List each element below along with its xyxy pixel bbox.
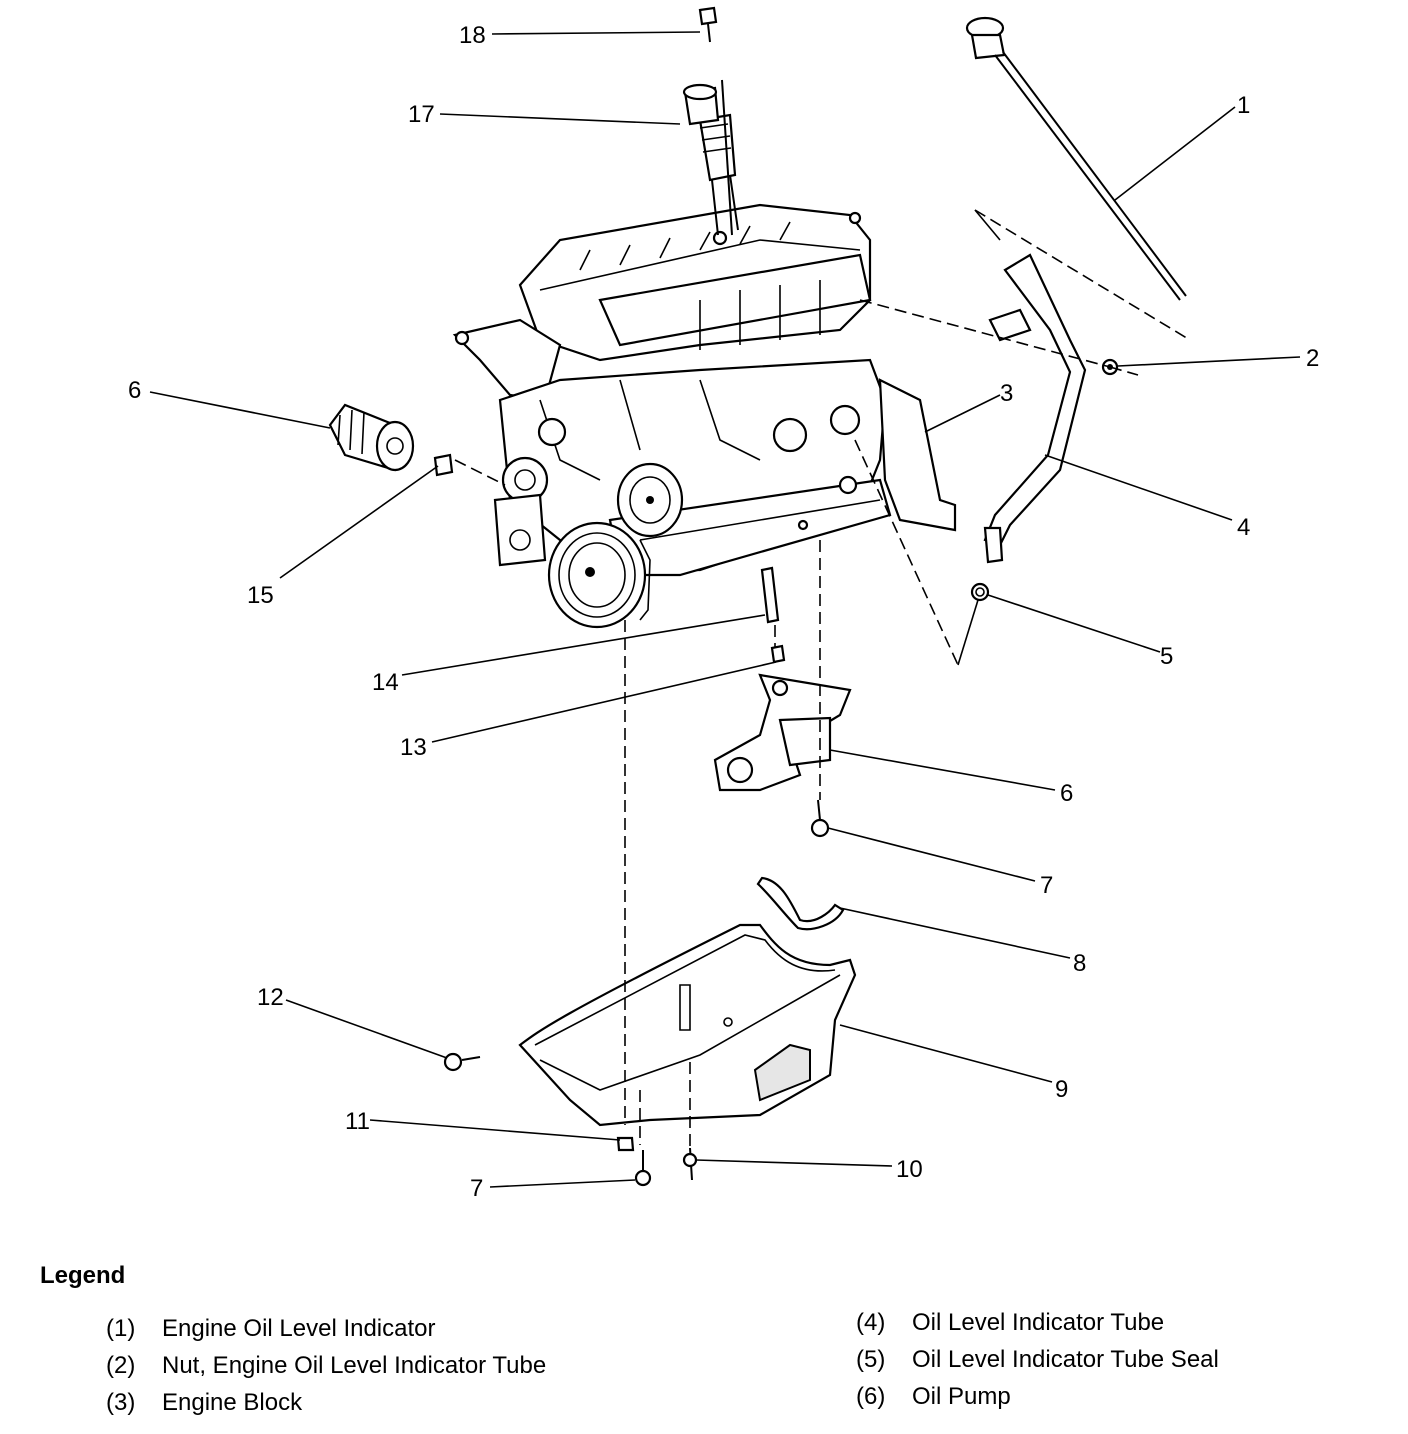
callout-8: 8 (1073, 950, 1086, 977)
bolt-7-lower (634, 1150, 652, 1187)
callout-6: 6 (1060, 780, 1073, 807)
stud-13 (770, 644, 786, 664)
callout-5: 5 (1160, 643, 1173, 670)
legend-title: Legend (40, 1262, 126, 1289)
nut-11 (616, 1136, 635, 1152)
oil-level-indicator (965, 16, 1187, 301)
legend-column-right: (4) Oil Level Indicator Tube (5) Oil Lev… (856, 1304, 1219, 1415)
bolt-12 (443, 1052, 481, 1072)
callout-17: 17 (408, 101, 435, 128)
callout-9: 9 (1055, 1076, 1068, 1103)
callout-11: 11 (345, 1108, 370, 1135)
callout-15: 15 (247, 582, 274, 609)
callout-16: 6 (128, 377, 141, 404)
oil-filter (328, 403, 415, 472)
oil-pan-seal-8 (756, 876, 845, 931)
legend-column-left: (1) Engine Oil Level Indicator (2) Nut, … (106, 1310, 546, 1421)
legend-item-label: Oil Pump (912, 1382, 1011, 1410)
legend-item-label: Engine Oil Level Indicator (162, 1314, 436, 1342)
stud-14 (760, 566, 780, 624)
callout-7-lower: 7 (470, 1175, 483, 1202)
legend-item-label: Engine Block (162, 1388, 303, 1416)
oil-fill-tube (682, 79, 739, 236)
callout-2: 2 (1306, 345, 1319, 372)
legend-item-number: (2) (106, 1351, 136, 1379)
callout-7-upper: 7 (1040, 872, 1053, 899)
callout-18: 18 (459, 22, 486, 49)
legend-item: (3) Engine Block (106, 1384, 546, 1421)
legend-item: (1) Engine Oil Level Indicator (106, 1310, 546, 1347)
callout-10: 10 (896, 1156, 923, 1183)
legend-item: (5) Oil Level Indicator Tube Seal (856, 1341, 1219, 1378)
filter-fitting-15 (433, 453, 454, 477)
dipstick-tube (983, 253, 1087, 564)
legend-item-number: (3) (106, 1388, 136, 1416)
bolt-7-upper (810, 799, 830, 838)
callout-13: 13 (400, 734, 427, 761)
callout-14: 14 (372, 669, 399, 696)
callout-4: 4 (1237, 514, 1250, 541)
oil-pan (518, 923, 857, 1127)
callout-3: 3 (1000, 380, 1013, 407)
bolt-18 (698, 6, 718, 43)
callout-1: 1 (1237, 92, 1250, 119)
legend-item-number: (1) (106, 1314, 136, 1342)
callout-12: 12 (257, 984, 284, 1011)
legend-item-number: (4) (856, 1308, 886, 1336)
legend-item-label: Nut, Engine Oil Level Indicator Tube (162, 1351, 547, 1379)
leader-lines (149, 31, 1301, 1188)
engine-block-assembly (452, 203, 957, 629)
legend-item-label: Oil Level Indicator Tube Seal (912, 1345, 1219, 1373)
bolt-10 (682, 1147, 698, 1181)
legend-item: (4) Oil Level Indicator Tube (856, 1304, 1219, 1341)
alignment-lines (454, 209, 1191, 1148)
oil-pump (713, 673, 852, 792)
tube-seal-5 (970, 582, 990, 602)
legend-item-number: (6) (856, 1382, 886, 1410)
legend-item-number: (5) (856, 1345, 886, 1373)
legend-item: (6) Oil Pump (856, 1378, 1219, 1415)
legend-item: (2) Nut, Engine Oil Level Indicator Tube (106, 1347, 546, 1384)
legend-item-label: Oil Level Indicator Tube (912, 1308, 1165, 1336)
